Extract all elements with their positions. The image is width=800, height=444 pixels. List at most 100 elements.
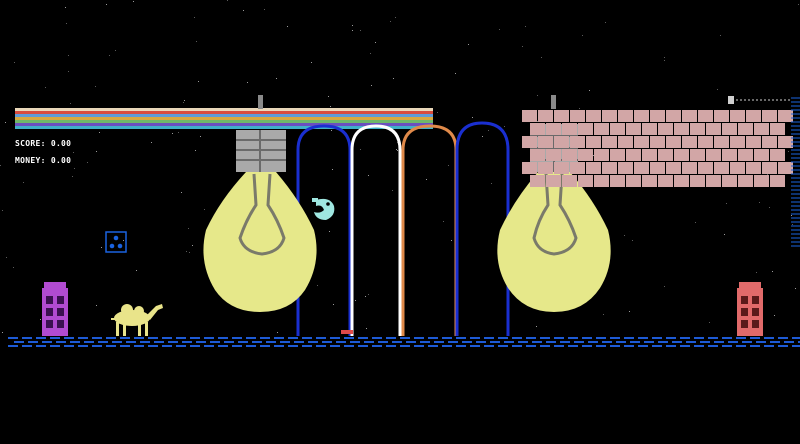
star xyxy=(791,215,792,216)
floor-tile xyxy=(224,341,234,343)
star xyxy=(96,151,97,152)
floor-tile xyxy=(414,337,424,339)
floor-tile xyxy=(428,345,438,347)
star xyxy=(664,57,665,58)
star xyxy=(396,149,397,150)
star xyxy=(468,44,469,45)
star xyxy=(717,89,718,90)
arch-blue-right xyxy=(455,121,510,336)
brick xyxy=(778,110,793,122)
star xyxy=(355,300,356,301)
star xyxy=(331,130,332,131)
floor-tile xyxy=(518,341,528,343)
floor-tile xyxy=(330,337,340,339)
brick xyxy=(522,162,537,174)
brick xyxy=(698,136,713,148)
brick xyxy=(522,110,537,122)
star xyxy=(333,304,334,305)
floor-tile xyxy=(546,341,556,343)
star xyxy=(472,117,473,118)
camel-sprite[interactable] xyxy=(111,304,163,336)
floor-ground xyxy=(8,337,800,347)
floor-tile xyxy=(554,345,564,347)
arch-orange xyxy=(401,124,458,336)
floor-tile xyxy=(596,337,606,339)
rainbow-band xyxy=(15,117,433,120)
floor-tile xyxy=(344,345,354,347)
brick xyxy=(650,136,665,148)
floor-tile xyxy=(392,341,402,343)
brick xyxy=(762,110,777,122)
floor-tile xyxy=(560,341,570,343)
star xyxy=(541,57,542,58)
floor-tile xyxy=(638,337,648,339)
floor-tile xyxy=(484,345,494,347)
star xyxy=(101,247,102,248)
star xyxy=(192,245,193,246)
brick xyxy=(674,149,689,161)
floor-tile xyxy=(568,337,578,339)
floor-tile xyxy=(750,345,760,347)
star xyxy=(178,132,179,133)
floor-tile xyxy=(420,341,430,343)
star xyxy=(70,103,71,104)
dice-box-icon[interactable] xyxy=(105,231,127,253)
star xyxy=(605,22,606,23)
star xyxy=(360,30,361,31)
floor-tile xyxy=(644,341,654,343)
brick xyxy=(746,110,761,122)
star xyxy=(6,257,7,258)
floor-trinket[interactable] xyxy=(341,330,353,334)
floor-tile xyxy=(28,341,38,343)
floor-tile xyxy=(120,345,130,347)
floor-tile xyxy=(372,337,382,339)
floor-tile xyxy=(504,341,514,343)
left-bulb-glass xyxy=(203,172,317,312)
brick xyxy=(626,175,641,187)
star xyxy=(788,151,789,152)
floor-tile xyxy=(756,341,766,343)
floor-tile xyxy=(190,337,200,339)
star xyxy=(183,102,184,103)
floor-tile xyxy=(106,345,116,347)
floor-tile xyxy=(266,341,276,343)
star xyxy=(393,78,394,79)
floor-tile xyxy=(714,341,724,343)
score-readout: SCORE: 0.00 xyxy=(15,139,71,148)
floor-tile xyxy=(112,341,122,343)
brick xyxy=(778,162,793,174)
floor-tile xyxy=(764,345,774,347)
star xyxy=(194,17,195,18)
floor-tile xyxy=(22,337,32,339)
floor-tile xyxy=(36,345,46,347)
right-phone-box[interactable] xyxy=(737,282,763,336)
seahorse-sprite[interactable] xyxy=(312,198,335,220)
brick xyxy=(546,123,561,135)
star xyxy=(277,332,278,333)
brick xyxy=(562,149,577,161)
brick xyxy=(554,162,569,174)
floor-tile xyxy=(778,345,788,347)
star xyxy=(695,222,696,223)
brick xyxy=(570,162,585,174)
floor-tile xyxy=(666,337,676,339)
floor-tile xyxy=(680,337,690,339)
floor-tile xyxy=(680,345,690,347)
brick xyxy=(698,162,713,174)
floor-tile xyxy=(512,345,522,347)
star xyxy=(74,168,75,169)
star xyxy=(73,152,74,153)
floor-tile xyxy=(490,341,500,343)
star xyxy=(189,252,190,253)
floor-tile xyxy=(246,345,256,347)
left-phone-box[interactable] xyxy=(42,282,68,336)
brick xyxy=(546,175,561,187)
brick xyxy=(666,136,681,148)
floor-tile xyxy=(134,337,144,339)
brick xyxy=(746,162,761,174)
brick xyxy=(770,149,785,161)
floor-tile xyxy=(638,345,648,347)
floor-tile xyxy=(574,341,584,343)
floor-tile xyxy=(378,341,388,343)
